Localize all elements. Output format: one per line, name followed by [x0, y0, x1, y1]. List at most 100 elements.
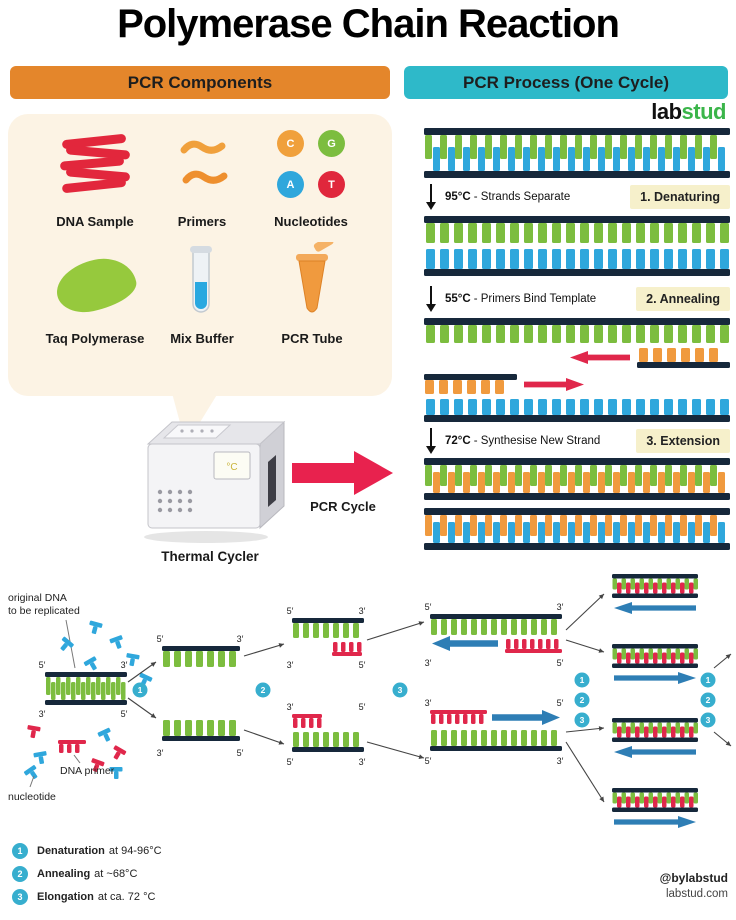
- process-step-extension: 72°C- Synthesise New Strand 3. Extension: [424, 426, 730, 456]
- svg-text:2: 2: [706, 695, 711, 705]
- svg-text:5′: 5′: [425, 756, 432, 766]
- step-temp: 95°C: [445, 191, 471, 203]
- original-dna-line1: original DNA: [8, 592, 67, 604]
- legend-name: Annealing: [37, 868, 91, 880]
- nucleotide-letter-g: G: [327, 137, 336, 150]
- logo-text-stud: stud: [681, 99, 727, 124]
- svg-text:3′: 3′: [121, 660, 128, 670]
- process-step-denaturing: 95°C- Strands Separate 1. Denaturing: [424, 182, 730, 212]
- svg-text:5′: 5′: [237, 748, 244, 758]
- components-header: PCR Components: [10, 66, 390, 99]
- nucleotide-letter-a: A: [286, 178, 295, 191]
- svg-text:3′: 3′: [39, 709, 46, 719]
- nucleotide-g-icon: G: [318, 130, 345, 157]
- primers-icon: [180, 140, 228, 184]
- svg-text:5′: 5′: [557, 658, 564, 668]
- nucleotide-letter-c: C: [286, 137, 295, 150]
- svg-text:5′: 5′: [287, 757, 294, 767]
- svg-text:5′: 5′: [157, 634, 164, 644]
- dna-strands-separated: [424, 216, 730, 276]
- legend-name: Elongation: [37, 891, 94, 903]
- component-label-pcr-tube: PCR Tube: [281, 331, 343, 346]
- svg-text:3′: 3′: [359, 757, 366, 767]
- svg-text:5′: 5′: [39, 660, 46, 670]
- legend-circle-1: 1: [12, 843, 28, 859]
- component-label-mix-buffer: Mix Buffer: [170, 331, 234, 346]
- mix-buffer-icon: [190, 246, 212, 313]
- step-temp: 55°C: [445, 293, 471, 305]
- legend-circle-2: 2: [12, 866, 28, 882]
- dna-primer-note: DNA primer: [60, 765, 115, 777]
- legend-detail: at ~68°C: [94, 868, 138, 880]
- legend-detail: at ca. 72 °C: [97, 891, 156, 903]
- step-badge-annealing: 2. Annealing: [636, 287, 730, 311]
- dna-strands-primers-bound: [424, 318, 730, 422]
- svg-text:3′: 3′: [557, 602, 564, 612]
- down-arrow-icon: [426, 286, 436, 312]
- pcr-cycle-arrow: [292, 451, 393, 495]
- nucleotide-note: nucleotide: [8, 791, 56, 803]
- dna-sample-icon: [60, 134, 130, 193]
- svg-text:3: 3: [398, 685, 403, 695]
- logo-text-lab: lab: [651, 99, 682, 124]
- dna-strands-extended: [424, 458, 730, 550]
- component-label-taq-polymerase: Taq Polymerase: [45, 331, 145, 346]
- svg-text:5′: 5′: [121, 709, 128, 719]
- original-dna-line2: to be replicated: [8, 604, 80, 617]
- svg-text:2: 2: [261, 685, 266, 695]
- component-label-dna-sample: DNA Sample: [56, 214, 134, 229]
- step-temp: 72°C: [445, 435, 471, 447]
- process-header: PCR Process (One Cycle): [404, 66, 728, 99]
- thermal-cycler-label: Thermal Cycler: [161, 549, 259, 564]
- svg-text:1: 1: [706, 675, 711, 685]
- svg-text:3′: 3′: [287, 702, 294, 712]
- component-label-primers: Primers: [177, 214, 227, 229]
- dna-double-strand-start: [424, 128, 730, 178]
- nucleotide-letter-t: T: [328, 178, 335, 191]
- pcr-cycle-label: PCR Cycle: [310, 499, 376, 514]
- labstud-logo: labstud: [404, 99, 726, 125]
- svg-text:3′: 3′: [359, 606, 366, 616]
- svg-text:3: 3: [580, 715, 585, 725]
- legend-detail: at 94-96°C: [108, 845, 162, 857]
- process-header-label: PCR Process (One Cycle): [463, 72, 669, 92]
- legend-elongation: 3 Elongation at ca. 72 °C: [12, 889, 162, 905]
- thermal-cycler-illustration: °C: [144, 420, 286, 543]
- svg-text:3′: 3′: [287, 660, 294, 670]
- component-label-nucleotides: Nucleotides: [274, 214, 348, 229]
- original-dna-note: original DNA to be replicated: [8, 592, 80, 617]
- svg-text:3′: 3′: [237, 634, 244, 644]
- pcr-tube-icon: [296, 242, 334, 313]
- components-header-label: PCR Components: [127, 72, 273, 92]
- cycler-buttons: [157, 489, 193, 513]
- svg-text:5′: 5′: [359, 702, 366, 712]
- social-handle: @bylabstud: [659, 871, 728, 885]
- step-desc: - Strands Separate: [473, 191, 571, 203]
- down-arrow-icon: [426, 184, 436, 210]
- down-arrow-icon: [426, 428, 436, 454]
- svg-text:5′: 5′: [359, 660, 366, 670]
- nucleotide-c-icon: C: [277, 130, 304, 157]
- process-step-annealing: 55°C- Primers Bind Template 2. Annealing: [424, 284, 730, 314]
- svg-text:3: 3: [706, 715, 711, 725]
- svg-text:3′: 3′: [157, 748, 164, 758]
- website: labstud.com: [665, 888, 728, 900]
- svg-text:3′: 3′: [557, 756, 564, 766]
- nucleotide-t-icon: T: [318, 171, 345, 198]
- svg-text:1: 1: [138, 685, 143, 695]
- legend-annealing: 2 Annealing at ~68°C: [12, 866, 162, 882]
- cycler-screen-text: °C: [226, 462, 237, 473]
- legend-denaturation: 1 Denaturation at 94-96°C: [12, 843, 162, 859]
- page-title: Polymerase Chain Reaction: [117, 2, 620, 46]
- step-desc: - Primers Bind Template: [473, 293, 597, 305]
- step-desc: - Synthesise New Strand: [473, 435, 601, 447]
- svg-text:2: 2: [580, 695, 585, 705]
- footer-credits: @bylabstud labstud.com: [480, 871, 728, 900]
- legend: 1 Denaturation at 94-96°C 2 Annealing at…: [12, 843, 162, 912]
- legend-name: Denaturation: [37, 845, 105, 857]
- step-text-extension: 72°C- Synthesise New Strand: [445, 435, 600, 447]
- step-badge-denaturing: 1. Denaturing: [630, 185, 730, 209]
- svg-text:3′: 3′: [425, 698, 432, 708]
- step-badge-extension: 3. Extension: [636, 429, 730, 453]
